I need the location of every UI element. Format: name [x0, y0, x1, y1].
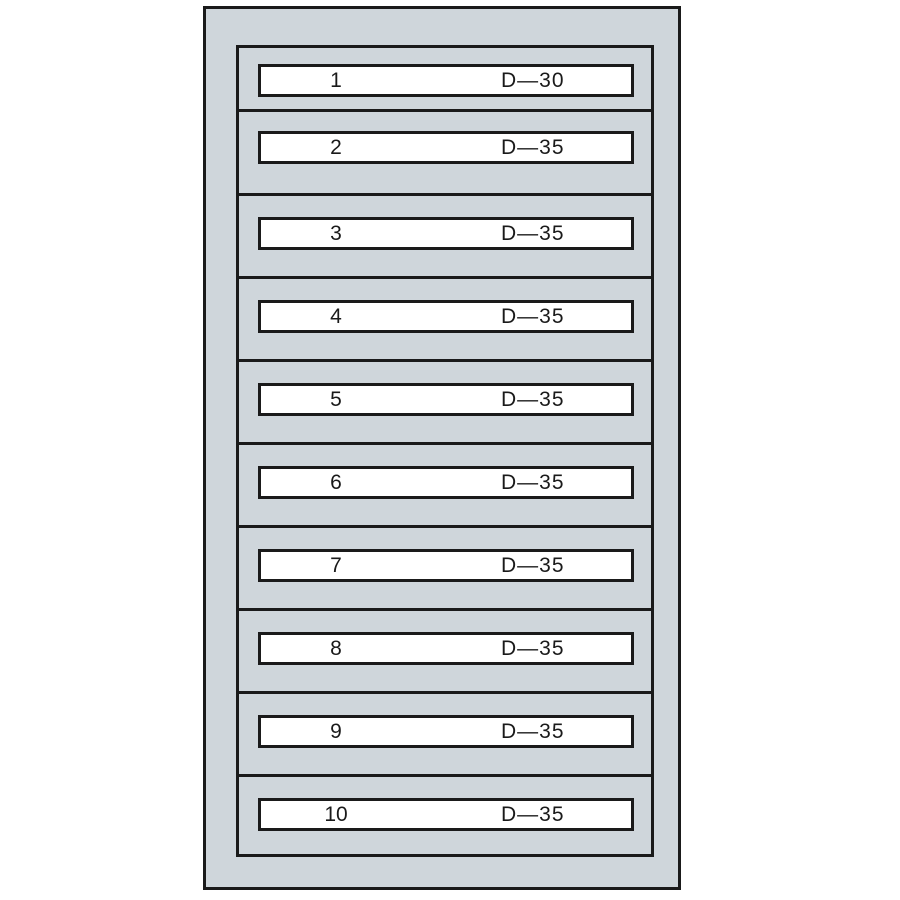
- drawer-number: 2: [330, 136, 342, 159]
- drawer-9[interactable]: 9 D—35: [239, 694, 651, 777]
- drawer-label-plate: 10 D—35: [258, 798, 634, 831]
- drawer-number: 8: [330, 637, 342, 660]
- drawer-number: 6: [330, 471, 342, 494]
- drawer-number: 9: [330, 720, 342, 743]
- drawer-1[interactable]: 1 D—30: [239, 48, 651, 112]
- drawer-label-plate: 9 D—35: [258, 715, 634, 748]
- drawer-label-plate: 1 D—30: [258, 64, 634, 97]
- drawer-code: D—35: [501, 136, 565, 159]
- drawer-code: D—35: [501, 637, 565, 660]
- drawer-label-plate: 7 D—35: [258, 549, 634, 582]
- drawer-8[interactable]: 8 D—35: [239, 611, 651, 694]
- drawer-number: 10: [324, 803, 348, 826]
- drawer-code: D—35: [501, 554, 565, 577]
- drawer-label-plate: 3 D—35: [258, 217, 634, 250]
- drawer-10[interactable]: 10 D—35: [239, 777, 651, 854]
- drawer-frame: 1 D—30 2 D—35 3 D—35 4 D—35 5: [236, 45, 654, 857]
- drawer-label-plate: 8 D—35: [258, 632, 634, 665]
- drawer-number: 4: [330, 305, 342, 328]
- drawer-label-plate: 6 D—35: [258, 466, 634, 499]
- drawer-code: D—35: [501, 471, 565, 494]
- drawer-code: D—35: [501, 305, 565, 328]
- drawer-7[interactable]: 7 D—35: [239, 528, 651, 611]
- drawer-label-plate: 2 D—35: [258, 131, 634, 164]
- drawer-number: 1: [330, 69, 342, 92]
- drawer-6[interactable]: 6 D—35: [239, 445, 651, 528]
- drawer-label-plate: 4 D—35: [258, 300, 634, 333]
- drawer-number: 7: [330, 554, 342, 577]
- drawer-number: 3: [330, 222, 342, 245]
- drawer-cabinet: 1 D—30 2 D—35 3 D—35 4 D—35 5: [203, 6, 681, 890]
- drawer-code: D—35: [501, 803, 565, 826]
- drawer-code: D—30: [501, 69, 565, 92]
- drawer-code: D—35: [501, 720, 565, 743]
- drawer-3[interactable]: 3 D—35: [239, 196, 651, 279]
- drawer-5[interactable]: 5 D—35: [239, 362, 651, 445]
- drawer-label-plate: 5 D—35: [258, 383, 634, 416]
- drawer-code: D—35: [501, 222, 565, 245]
- drawer-4[interactable]: 4 D—35: [239, 279, 651, 362]
- drawer-code: D—35: [501, 388, 565, 411]
- drawer-number: 5: [330, 388, 342, 411]
- drawer-2[interactable]: 2 D—35: [239, 112, 651, 196]
